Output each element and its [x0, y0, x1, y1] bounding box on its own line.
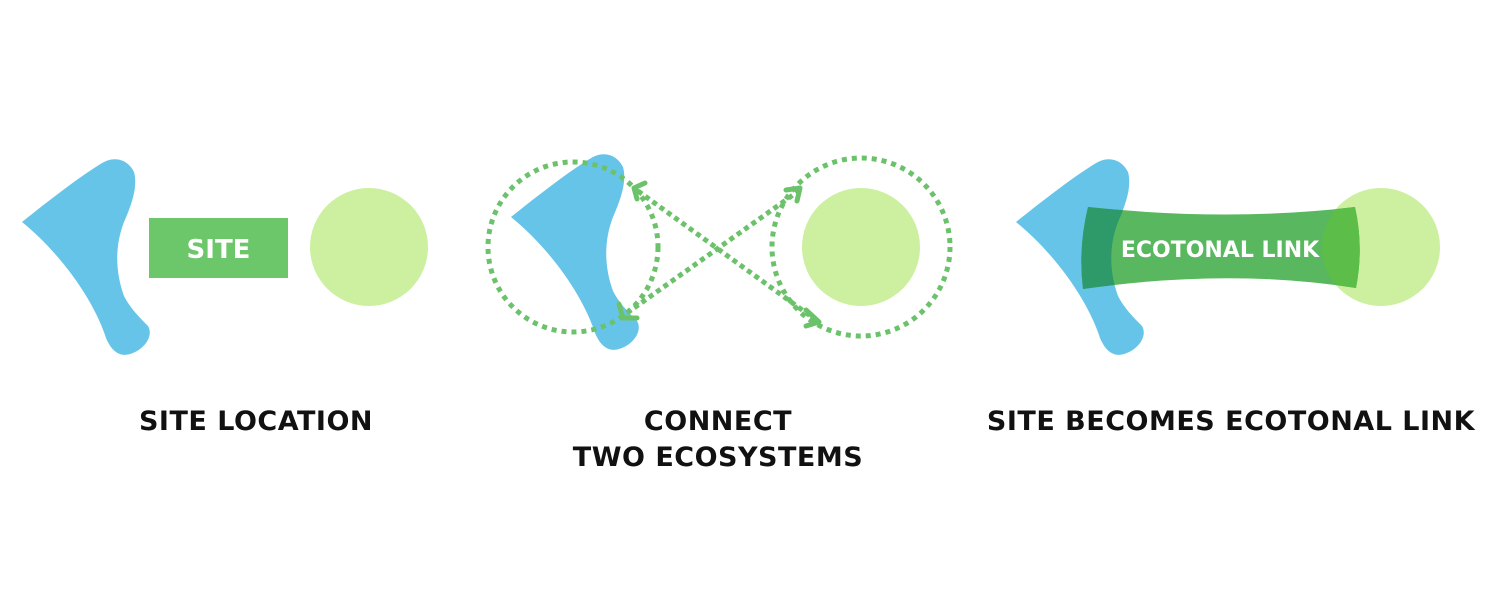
beam-label: ECOTONAL LINK [1121, 238, 1320, 263]
connector-line-down [636, 188, 818, 323]
arrowhead-icon [803, 307, 822, 329]
panel-connect-two-ecosystems: CONNECT TWO ECOSYSTEMS [485, 154, 953, 473]
caption-connect-line-1: CONNECT [644, 406, 792, 437]
arrowhead-icon [631, 180, 648, 202]
water-body-shape [22, 159, 150, 355]
site-box [149, 218, 288, 278]
meadow-circle [802, 188, 920, 306]
water-body-shape [511, 154, 639, 350]
arrowhead-icon [783, 185, 803, 204]
ecotonal-link-beam [1081, 207, 1360, 289]
caption-connect-line-2: TWO ECOSYSTEMS [573, 442, 863, 473]
panel-site-location: SITE SITE LOCATION [22, 159, 428, 437]
caption-ecotonal-link: SITE BECOMES ECOTONAL LINK [987, 406, 1476, 437]
arrowhead-icon [616, 301, 640, 321]
panel-site-becomes-ecotonal-link: ECOTONAL LINK SITE BECOMES ECOTONAL LINK [987, 159, 1476, 437]
dotted-ring-water [485, 159, 661, 335]
caption-site-location: SITE LOCATION [139, 406, 373, 437]
meadow-circle [310, 188, 428, 306]
site-box-label: SITE [187, 235, 251, 265]
dotted-ring-meadow [769, 155, 953, 339]
